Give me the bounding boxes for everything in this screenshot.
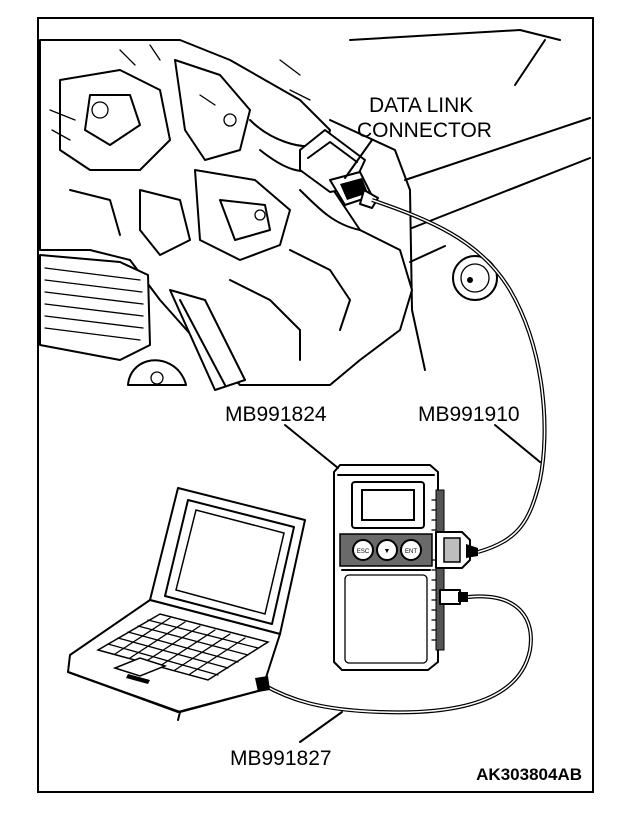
ent-button (400, 539, 422, 561)
label-mb991827: MB991827 (230, 747, 332, 770)
figure-code: AK303804AB (476, 765, 582, 784)
leader-lines (284, 139, 541, 743)
ent-button-label: ENT (405, 549, 417, 555)
data-link-connector-plug (299, 129, 379, 209)
cable-mb991827 (261, 594, 533, 715)
label-data-link-connector-1: DATA LINK (369, 94, 473, 117)
laptop-pc (67, 487, 306, 721)
device-screen (361, 489, 415, 521)
laptop-screen (175, 509, 285, 615)
down-button-label: ▼ (384, 548, 391, 555)
device-vci-connector (435, 531, 478, 569)
figure-border (37, 17, 594, 793)
label-mb991824: MB991824 (225, 403, 327, 426)
device-usb-connector (439, 589, 468, 605)
vehicle-dash-illustration (39, 29, 591, 391)
esc-button-label: ESC (357, 549, 370, 555)
label-mb991910: MB991910 (418, 403, 520, 426)
down-button (376, 539, 398, 561)
cable-mb991910 (371, 198, 547, 554)
label-data-link-connector-2: CONNECTOR (357, 119, 492, 142)
mb991824-device: ESC ▼ ENT (333, 464, 445, 671)
esc-button (352, 539, 374, 561)
